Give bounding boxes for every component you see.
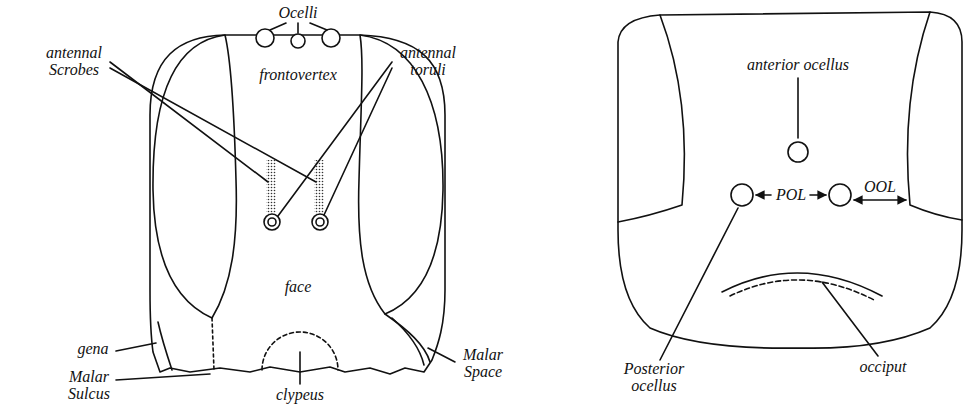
- malar-sulcus-label: Malar Sulcus: [62, 368, 116, 402]
- scrobes-label: antennal Scrobes: [38, 44, 110, 78]
- toruli-label: antennal toruli: [392, 44, 464, 78]
- ocelli-label: Ocelli: [258, 4, 338, 21]
- malar-space-label: Malar Space: [456, 346, 510, 380]
- anterior-ocellus-label: anterior ocellus: [730, 56, 866, 73]
- frontovertex-label: frontovertex: [240, 66, 356, 83]
- pol-label: POL: [771, 186, 811, 203]
- ool-label: OOL: [860, 178, 900, 195]
- clypeus-label: clypeus: [262, 386, 338, 403]
- occiput-label: occiput: [848, 358, 918, 375]
- gena-label: gena: [70, 340, 116, 357]
- face-label: face: [270, 278, 326, 295]
- posterior-ocellus-label: Posterior ocellus: [612, 360, 696, 394]
